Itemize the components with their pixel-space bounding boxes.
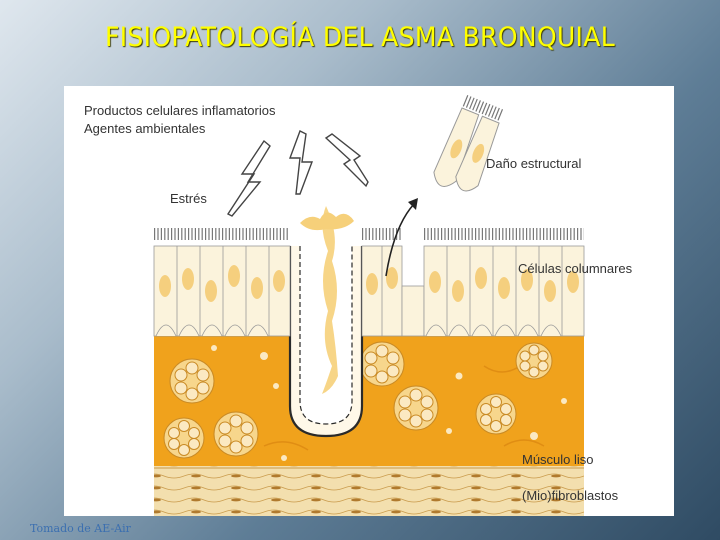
slide-title: FISIOPATOLOGÍA DEL ASMA BRONQUIAL <box>105 22 615 53</box>
scattered-cells <box>211 345 567 461</box>
label-estres: Estrés <box>170 191 207 206</box>
label-productos: Productos celulares inflamatorios <box>84 103 276 118</box>
label-dano: Daño estructural <box>486 156 582 171</box>
smooth-muscle-layer <box>154 466 584 516</box>
gland-cross-sections <box>163 341 553 459</box>
diagram-illustration <box>153 95 585 516</box>
label-musculo: Músculo liso <box>522 452 594 467</box>
label-agentes: Agentes ambientales <box>84 121 206 136</box>
asthma-diagram: Productos celulares inflamatorios Agente… <box>64 86 674 516</box>
stress-lightning-bolts <box>226 130 369 217</box>
epithelium-middle <box>361 228 425 337</box>
detached-damaged-cells <box>433 95 505 192</box>
label-celulas: Células columnares <box>518 261 633 276</box>
damage-arrow <box>385 203 415 277</box>
label-fibroblastos: (Mio)fibroblastos <box>522 488 619 503</box>
epithelium-right <box>423 228 585 337</box>
mucus-secretion <box>322 206 338 394</box>
epithelium-left <box>153 228 291 337</box>
source-credit: Tomado de AE-Air <box>30 522 131 535</box>
